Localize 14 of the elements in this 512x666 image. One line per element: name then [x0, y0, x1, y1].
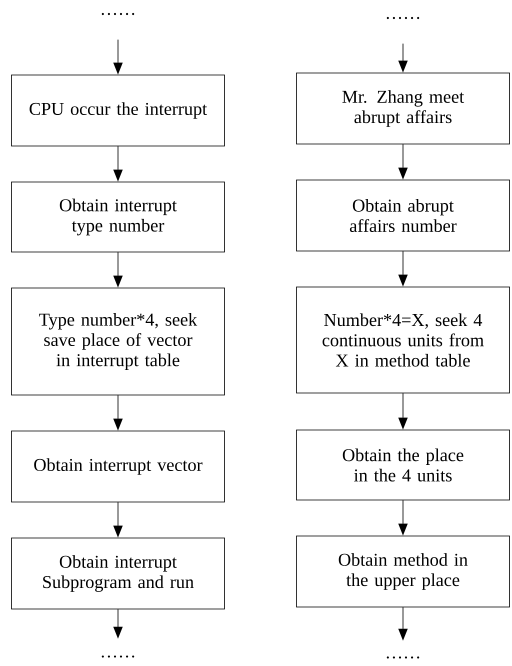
process-box: Number*4=X, seek 4 continuous units from X in method table [296, 286, 510, 394]
process-box: CPU occur the interrupt [11, 74, 225, 146]
ellipsis-text: …… [102, 12, 134, 16]
ellipsis-text: …… [102, 655, 134, 658]
process-box: Mr. Zhang meet abrupt affairs [296, 72, 510, 144]
process-box: Type number*4, seek save place of vector in interrupt table [11, 288, 225, 396]
process-box: Obtain method in the upper place [296, 536, 510, 608]
ellipsis-text: …… [386, 16, 420, 20]
process-box: Obtain abrupt affairs number [296, 180, 510, 252]
process-box: Obtain interrupt Subprogram and run [11, 538, 225, 610]
process-box: Obtain interrupt vector [11, 430, 225, 502]
process-box: Obtain interrupt type number [11, 182, 225, 252]
ellipsis-text: …… [386, 656, 420, 659]
process-box: Obtain the place in the 4 units [296, 430, 510, 500]
